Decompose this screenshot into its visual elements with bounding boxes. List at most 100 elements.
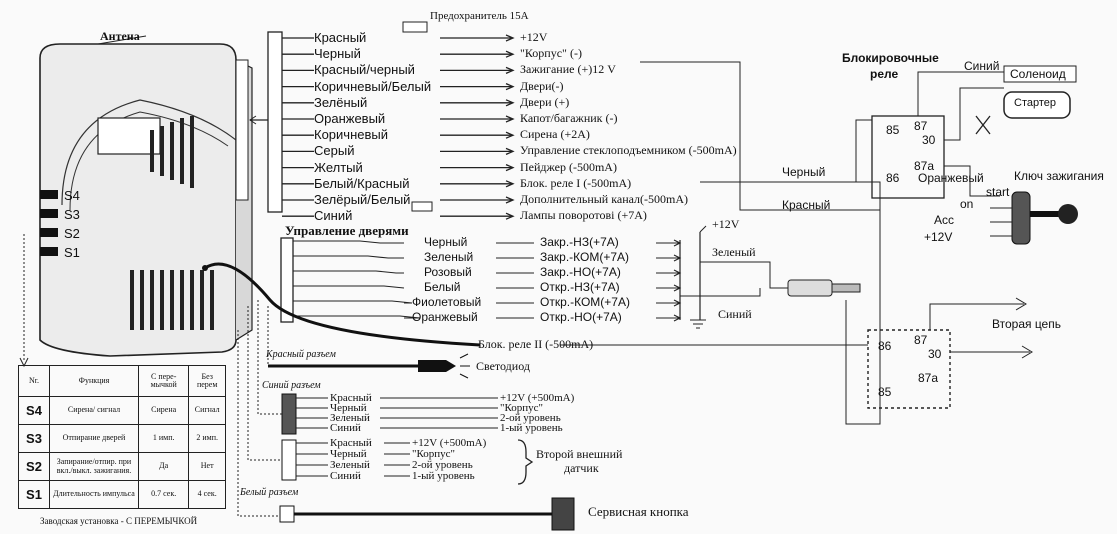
door-wire-color: Розовый	[424, 265, 472, 279]
relay-pin: 87	[914, 119, 928, 133]
table-cell: 4 сек.	[188, 480, 226, 509]
table-cell: Сирена/ сигнал	[49, 396, 139, 425]
wire-color-label: Коричневый/Белый	[314, 78, 432, 94]
table-cell: S3	[18, 424, 50, 453]
relay2-pin: 87	[914, 333, 928, 347]
relay-pin: 86	[886, 171, 900, 185]
table-header: Без перем	[188, 365, 226, 397]
relay-orange: Оранжевый	[918, 171, 984, 185]
wire-function-label: Двери (+)	[520, 94, 570, 109]
wire-function-label: Управление стеклоподъемником (-500mA)	[520, 143, 737, 158]
led-label: Светодиод	[476, 359, 530, 373]
wire-function-label: Сирена (+2A)	[520, 127, 590, 142]
wire-arrow	[505, 212, 515, 220]
relay-pin: 30	[922, 133, 936, 147]
door-wire-function: Закр.-НЗ(+7A)	[540, 235, 619, 249]
table-row: S3 Отпирание дверей 1 имп. 2 имп.	[18, 424, 226, 453]
starter-label: Стартер	[1014, 97, 1057, 109]
switch-label: S4	[64, 188, 80, 203]
table-row: S2 Запирание/отпир. при вкл./выкл. зажиг…	[18, 452, 226, 481]
table-cell: Сирена	[137, 396, 190, 425]
relay2-pin: 85	[878, 385, 892, 399]
block-relay-2-label: Блок. реле II (-500mA)	[478, 337, 594, 351]
table-header: С пере-мычкой	[137, 365, 190, 397]
ignition-start: start	[986, 185, 1010, 199]
ignition-acc: Acc	[934, 213, 955, 227]
unit-window	[97, 117, 161, 155]
table-row: S4 Сирена/ сигнал Сирена Сигнал	[18, 396, 226, 425]
wire-color-label: Зелёный	[314, 94, 368, 110]
wire-arrow	[505, 131, 515, 139]
relay-title-2: реле	[870, 67, 899, 81]
wire-lead	[293, 285, 405, 289]
wire-lead	[293, 315, 421, 319]
wire-function-label: Капот/багажник (-)	[520, 111, 618, 125]
relay-title-1: Блокировочные	[842, 51, 939, 65]
dip-switch-table: Nr. Функция С пере-мычкой Без перем S4 С…	[18, 365, 226, 509]
lock-relay-2	[867, 329, 951, 409]
sensor-wire-function: "Корпус"	[412, 448, 456, 460]
table-cell: S1	[18, 480, 50, 509]
door-blue: Синий	[718, 307, 752, 321]
wire-arrow	[505, 196, 515, 204]
starter-box	[1003, 91, 1071, 119]
ignition-key-icon	[1011, 191, 1031, 245]
table-cell: 1 имп.	[137, 424, 190, 453]
table-header: Функция	[49, 365, 139, 397]
sensor-wire-lines	[296, 442, 410, 477]
ignition-plus12: +12V	[924, 230, 953, 244]
switch-label: S1	[64, 245, 80, 260]
relay2-pin: 86	[878, 339, 892, 353]
table-cell: Длительность импульса	[49, 480, 139, 509]
door-wire-color: Зеленый	[424, 250, 474, 264]
relay-pin: 85	[886, 123, 900, 137]
wire-arrow	[505, 180, 515, 188]
table-cell: Нет	[188, 452, 226, 481]
blue-connector	[281, 393, 297, 435]
red-connector-title: Красный разъем	[266, 349, 336, 360]
sensor-wire-color: Черный	[330, 448, 367, 460]
table-footer: Заводская установка - С ПЕРЕМЫЧКОЙ	[40, 516, 198, 526]
wire-color-label: Желтый	[314, 159, 363, 175]
wire-lead	[293, 240, 404, 244]
dip-switches	[40, 190, 58, 256]
door-wire-color: Черный	[424, 235, 468, 249]
table-cell: 2 имп.	[188, 424, 226, 453]
main-wire-lines	[282, 34, 515, 220]
wire-color-label: Оранжевый	[314, 111, 386, 126]
blue-wire-color: Синий	[330, 422, 361, 434]
wire-color-label: Синий	[314, 208, 353, 224]
door-wire-function: Закр.-КОМ(+7A)	[540, 250, 630, 264]
ignition-key-label: Ключ зажигания	[1014, 169, 1104, 183]
table-cell: Да	[137, 452, 190, 481]
door-actuator	[787, 279, 833, 297]
door-wire-color: Фиолетовый	[412, 295, 482, 309]
switch-label: S2	[64, 226, 80, 241]
relay2-pin: 30	[928, 347, 942, 361]
wire-function-label: Дополнительный канал(-500mA)	[520, 192, 689, 206]
wire-arrow	[505, 147, 515, 155]
second-circuit-label: Вторая цепь	[992, 317, 1061, 331]
relay-blue: Синий	[964, 59, 1000, 73]
blue-wire-lines	[296, 397, 498, 429]
blue-connector-title: Синий разъем	[262, 380, 321, 391]
table-row: S1 Длительность импульса 0.7 сек. 4 сек.	[18, 480, 226, 509]
wire-function-label: Блок. реле I (-500mA)	[520, 175, 632, 190]
table-cell: S2	[18, 452, 50, 481]
white-connector-title: Белый разъем	[240, 487, 299, 498]
blue-wire-function: 1-ый уровень	[500, 422, 563, 434]
table-cell: Запирание/отпир. при вкл./выкл. зажигани…	[49, 452, 139, 481]
door-wire-function: Закр.-НО(+7A)	[540, 265, 621, 279]
wire-function-label: Зажигание (+)12 V	[520, 62, 616, 77]
table-cell: Сигнал	[188, 396, 226, 425]
wire-arrow	[505, 50, 515, 58]
sensor-wire-color: Красный	[330, 437, 372, 449]
wire-color-label: Коричневый	[314, 127, 388, 143]
sensor-wire-function: +12V (+500mA)	[412, 437, 487, 449]
sensor-label-1: Второй внешний	[536, 447, 623, 461]
door-connector	[280, 237, 294, 323]
fuse-label: Предохранитель 15A	[430, 10, 529, 22]
blue-wire-function: 2-ой уровень	[500, 412, 561, 424]
door-control-title: Управление дверями	[285, 223, 409, 238]
